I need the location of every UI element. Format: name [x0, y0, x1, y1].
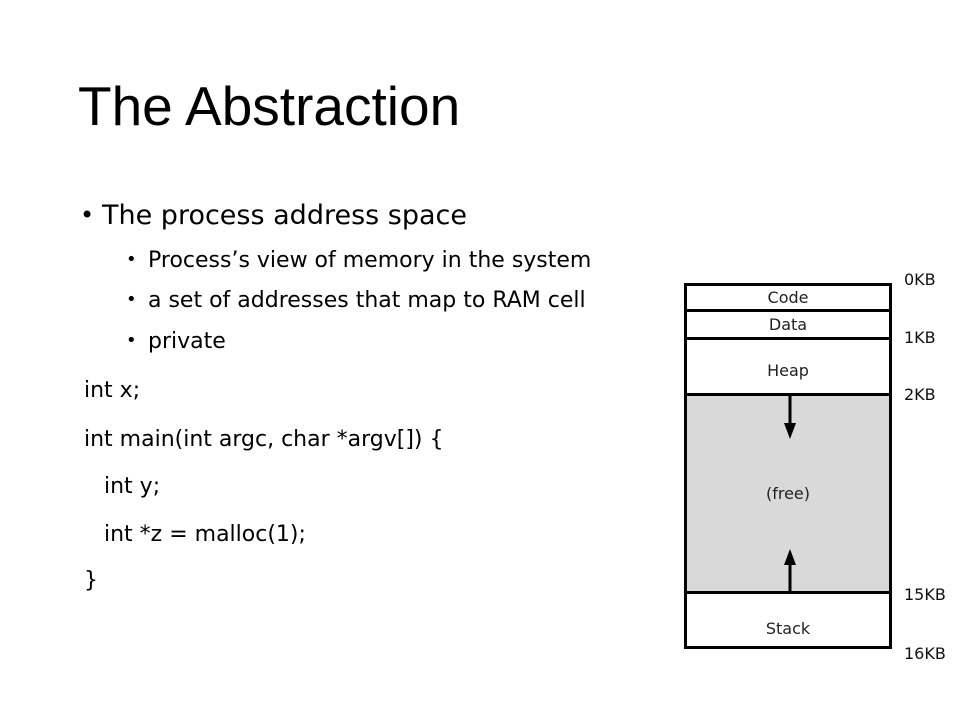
address-space-diagram: Code Data Heap (free) Stack — [684, 283, 892, 649]
code-line-4: int *z = malloc(1); — [104, 522, 306, 547]
growth-arrows — [784, 396, 796, 591]
segment-stack: Stack — [684, 591, 892, 649]
sub-bullet-text: Process’s view of memory in the system — [148, 248, 592, 273]
address-label-2kb: 2KB — [904, 385, 936, 404]
address-label-1kb: 1KB — [904, 328, 936, 347]
code-line-3: int y; — [104, 474, 161, 499]
sub-bullet-dot: • — [126, 289, 137, 310]
stack-growth-up-arrow — [784, 549, 796, 591]
slide-title: The Abstraction — [78, 75, 461, 137]
bullet-dot: • — [80, 201, 95, 229]
code-line-5: } — [84, 568, 98, 593]
code-line-1: int x; — [84, 378, 141, 403]
address-label-16kb: 16KB — [904, 644, 946, 663]
sub-bullet-dot: • — [126, 249, 137, 270]
bullet-text: The process address space — [102, 200, 468, 231]
sub-bullet-text: private — [148, 329, 226, 354]
segment-code: Code — [684, 283, 892, 312]
sub-bullet-text: a set of addresses that map to RAM cell — [148, 288, 586, 313]
heap-growth-down-arrow — [784, 396, 796, 439]
code-line-2: int main(int argc, char *argv[]) { — [84, 427, 444, 452]
sub-bullet-dot: • — [126, 330, 137, 351]
address-label-0kb: 0KB — [904, 270, 936, 289]
address-label-15kb: 15KB — [904, 585, 946, 604]
